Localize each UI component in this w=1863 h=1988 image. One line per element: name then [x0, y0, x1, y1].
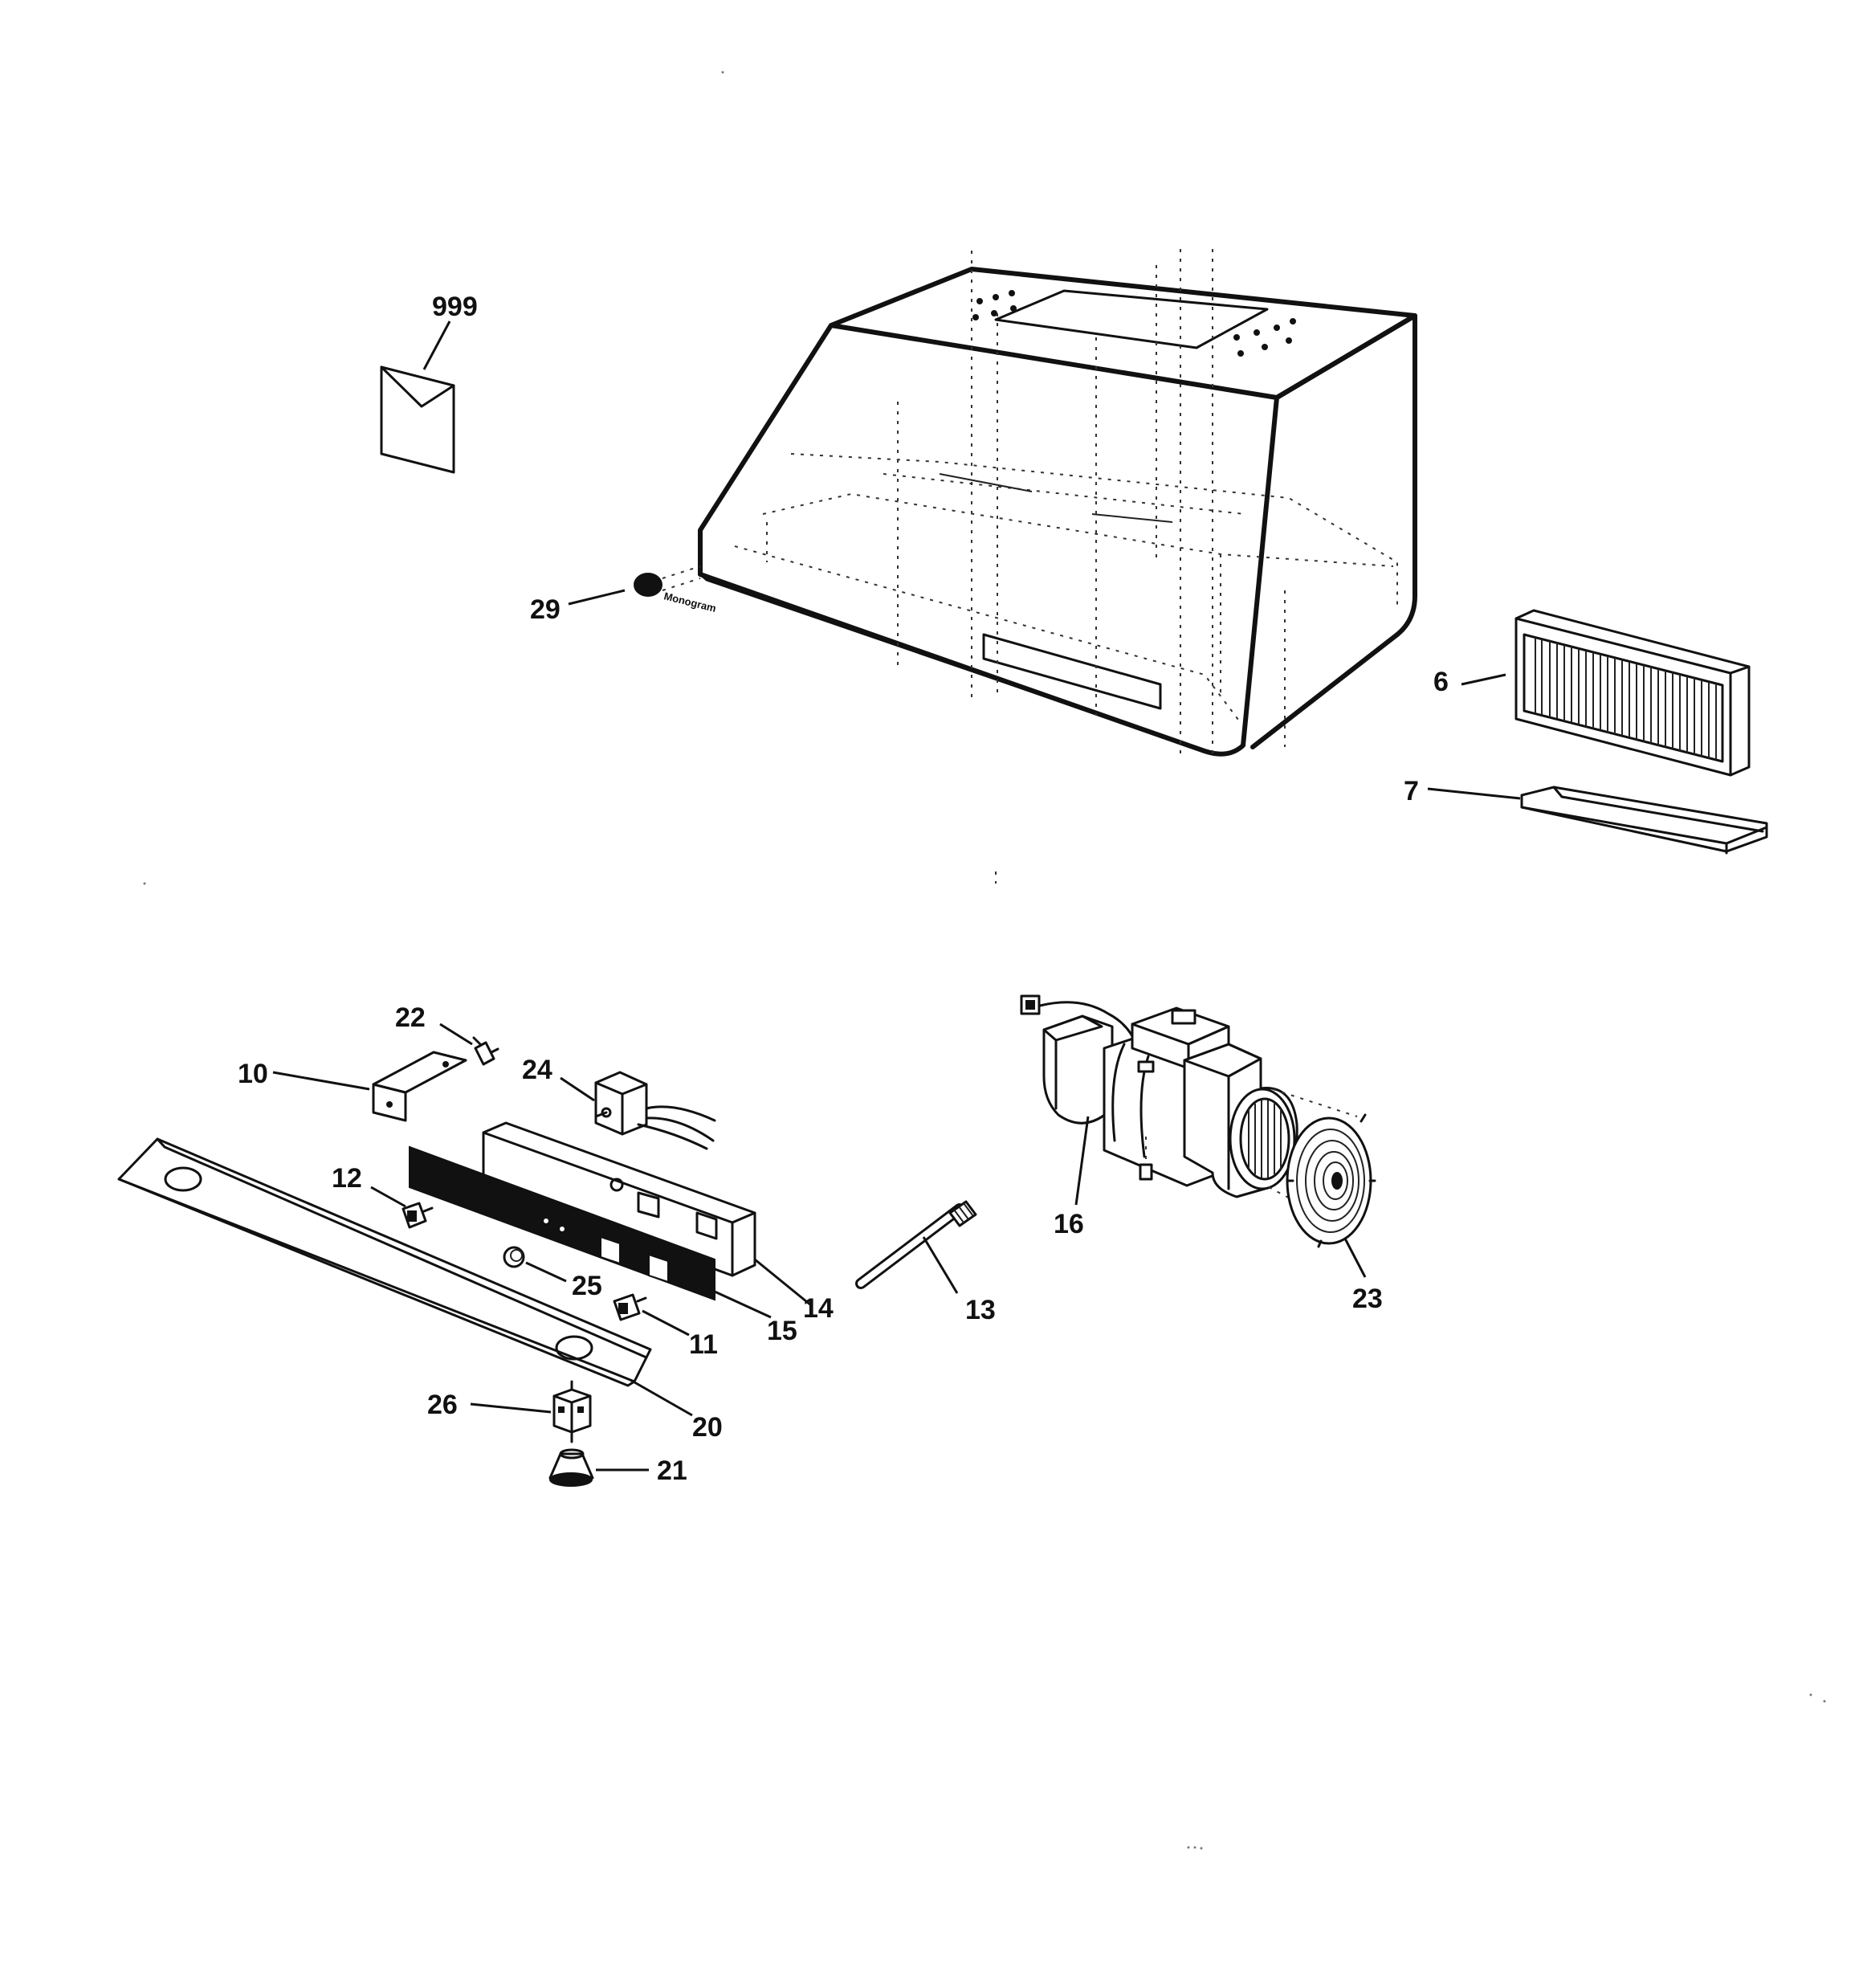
leader-15: [714, 1290, 772, 1319]
callout-22: 22: [395, 1002, 426, 1033]
callout-29: 29: [530, 594, 561, 625]
leader-26: [470, 1402, 552, 1414]
callout-20: 20: [692, 1412, 723, 1443]
part-22-lamp-socket: [472, 1036, 499, 1066]
part-10-bracket: [372, 1051, 467, 1122]
part-12-rocker-switch: [402, 1202, 434, 1229]
leader-10: [272, 1071, 370, 1091]
leader-20: [630, 1378, 693, 1417]
part-20-trim-bar: [117, 1137, 652, 1387]
leader-29: [568, 589, 626, 606]
leader-23: [1343, 1238, 1367, 1278]
scan-specks: [143, 71, 1826, 1850]
callout-6: 6: [1433, 667, 1449, 697]
part-25-knob: [503, 1246, 525, 1268]
leader-7: [1427, 787, 1521, 800]
part-26-lamp-holder: [552, 1380, 592, 1443]
part-7-grease-tray: [1520, 786, 1768, 855]
callout-25: 25: [572, 1271, 602, 1301]
part-999-envelope: [380, 365, 455, 474]
part-16-blower: [1020, 994, 1358, 1214]
leader-6: [1461, 673, 1506, 686]
callout-24: 24: [522, 1055, 552, 1085]
range-hood-body: [698, 249, 1417, 884]
callout-999: 999: [432, 292, 478, 322]
callout-23: 23: [1352, 1284, 1383, 1314]
svg-text:Monogram: Monogram: [662, 590, 717, 614]
leader-13: [922, 1236, 959, 1294]
leader-12: [370, 1186, 406, 1208]
callout-11: 11: [689, 1329, 718, 1360]
callout-26: 26: [427, 1390, 458, 1420]
callout-14: 14: [803, 1293, 834, 1324]
callout-21: 21: [657, 1455, 687, 1486]
part-6-grease-filter: [1514, 609, 1751, 777]
leader-999: [422, 320, 451, 370]
callout-12: 12: [332, 1163, 362, 1194]
callout-10: 10: [238, 1059, 268, 1089]
part-24-switch-box: [594, 1071, 716, 1150]
part-13-shaft: [855, 1200, 977, 1289]
leader-24: [560, 1076, 595, 1102]
leader-25: [525, 1261, 567, 1283]
part-23-blower-grill: [1286, 1113, 1376, 1248]
leader-22: [439, 1023, 473, 1046]
callout-16: 16: [1054, 1209, 1084, 1239]
callout-13: 13: [965, 1295, 996, 1325]
leader-14: [754, 1258, 812, 1307]
part-21-light-lens: [548, 1448, 594, 1487]
part-15-control-panel: [409, 1145, 715, 1301]
callout-15: 15: [767, 1316, 797, 1346]
leader-16: [1074, 1116, 1090, 1206]
leader-11: [642, 1309, 690, 1337]
part-11-rocker-switch: [613, 1293, 647, 1321]
callout-7: 7: [1404, 776, 1419, 806]
